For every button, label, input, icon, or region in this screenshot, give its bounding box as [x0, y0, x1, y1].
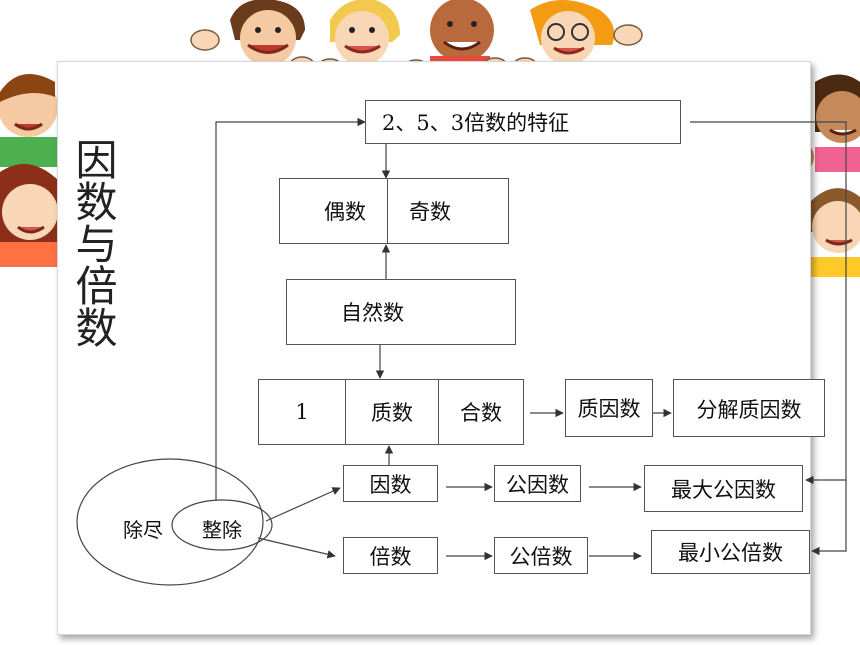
number-types-box: 1 质数 合数 — [258, 379, 524, 445]
arrow-features-to-lcm — [811, 480, 847, 556]
factor-label: 因数 — [369, 472, 412, 497]
common-multiple-label: 公倍数 — [509, 544, 573, 569]
divisible-outer-label: 除尽 — [123, 518, 163, 542]
composite-cell: 合数 — [460, 401, 502, 425]
kid-left-2 — [0, 164, 65, 267]
kid-right-2 — [810, 188, 860, 277]
lcm-label: 最小公倍数 — [678, 541, 783, 565]
features-label: 2、5、3倍数的特征 — [382, 111, 570, 135]
gcf-box: 最大公因数 — [644, 465, 803, 512]
features-box: 2、5、3倍数的特征 — [365, 100, 681, 144]
kid-face-1 — [230, 0, 305, 66]
one-divider — [345, 380, 346, 444]
multiple-label: 倍数 — [369, 544, 412, 569]
one-cell: 1 — [295, 400, 309, 424]
prime-factor-label: 质因数 — [577, 397, 641, 421]
arrow-divisible-to-factor — [265, 487, 341, 522]
factorize-label: 分解质因数 — [696, 398, 802, 422]
factorize-box: 分解质因数 — [673, 379, 825, 437]
arrow-divisible-to-features — [215, 117, 366, 500]
common-factor-box: 公因数 — [494, 465, 581, 502]
prime-cell: 质数 — [371, 401, 413, 425]
kid-face-4 — [530, 0, 615, 65]
divisible-outer-ellipse — [76, 458, 264, 586]
lcm-box: 最小公倍数 — [651, 530, 810, 574]
common-factor-label: 公因数 — [506, 472, 569, 497]
factor-box: 因数 — [343, 465, 438, 502]
arrow-divisible-to-multiple — [257, 537, 336, 559]
kid-face-2 — [330, 0, 400, 65]
arrow-features-to-gcf — [690, 121, 847, 485]
cartoon-kids-left-decoration — [0, 74, 76, 267]
cartoon-kids-right-decoration — [800, 74, 860, 277]
kid-right-1 — [800, 74, 860, 172]
multiple-box: 倍数 — [343, 537, 438, 574]
parity-divider — [387, 179, 388, 243]
natural-box: 自然数 — [286, 279, 516, 345]
natural-label: 自然数 — [341, 301, 404, 325]
divisible-inner-ellipse — [171, 499, 273, 551]
common-multiple-box: 公倍数 — [494, 537, 588, 574]
odd-cell: 奇数 — [409, 200, 451, 224]
prime-divider — [438, 380, 439, 444]
even-cell: 偶数 — [324, 200, 366, 224]
prime-factor-box: 质因数 — [565, 379, 653, 437]
parity-box: 偶数 奇数 — [279, 178, 509, 244]
cartoon-kids-top-decoration — [190, 0, 643, 77]
kid-left-1 — [0, 74, 76, 167]
gcf-label: 最大公因数 — [671, 477, 776, 502]
divisible-inner-label: 整除 — [202, 518, 242, 542]
slide-title: 因数与倍数 — [69, 138, 118, 348]
